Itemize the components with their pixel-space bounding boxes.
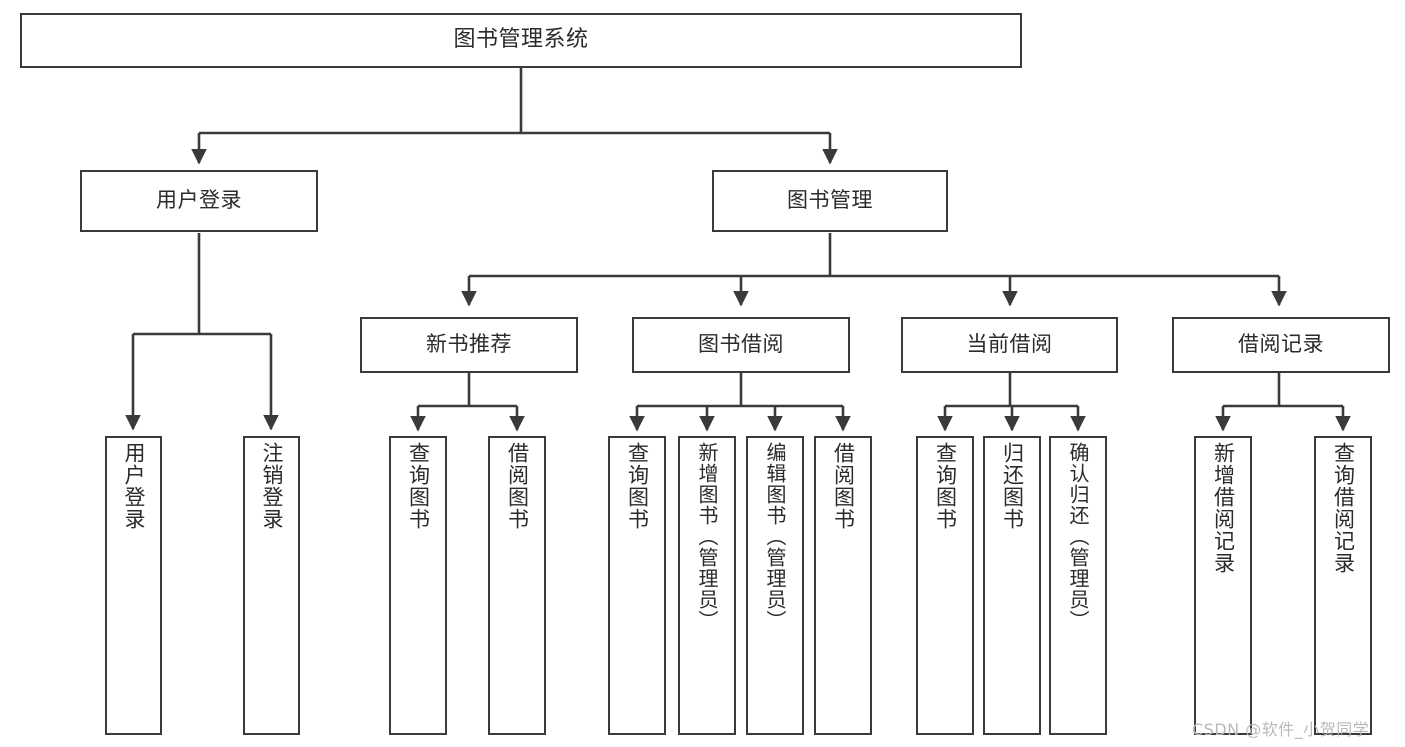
leaf-edit-book-admin[interactable]: 编辑图书（管理员）: [746, 436, 804, 735]
node-current-borrow[interactable]: 当前借阅: [901, 317, 1118, 373]
node-label: 借阅记录: [1238, 332, 1324, 357]
leaf-query-borrow-record[interactable]: 查询借阅记录: [1314, 436, 1372, 735]
node-label: 图书管理系统: [453, 27, 589, 53]
node-label: 借阅图书: [831, 442, 856, 530]
node-label: 查询图书: [933, 442, 958, 530]
node-label: 新增图书（管理员）: [695, 442, 719, 631]
node-label: 当前借阅: [966, 332, 1053, 357]
node-label: 查询图书: [406, 442, 431, 530]
csdn-watermark: CSDN @软件_小贺同学: [1192, 720, 1370, 739]
leaf-borrow-book-recommend[interactable]: 借阅图书: [488, 436, 546, 735]
node-book-management[interactable]: 图书管理: [712, 170, 948, 232]
leaf-add-borrow-record[interactable]: 新增借阅记录: [1194, 436, 1252, 735]
node-new-book-recommend[interactable]: 新书推荐: [360, 317, 578, 373]
node-label: 图书借阅: [698, 332, 784, 357]
node-label: 查询借阅记录: [1331, 442, 1356, 574]
node-label: 用户登录: [156, 188, 242, 213]
node-label: 归还图书: [1000, 442, 1025, 530]
leaf-confirm-return-admin[interactable]: 确认归还（管理员）: [1049, 436, 1107, 735]
leaf-query-book-borrow[interactable]: 查询图书: [608, 436, 666, 735]
node-root-system[interactable]: 图书管理系统: [20, 13, 1022, 68]
leaf-borrow-book[interactable]: 借阅图书: [814, 436, 872, 735]
leaf-user-logout[interactable]: 注销登录: [243, 436, 300, 735]
node-user-login[interactable]: 用户登录: [80, 170, 318, 232]
node-label: 编辑图书（管理员）: [763, 442, 787, 631]
node-label: 确认归还（管理员）: [1066, 442, 1090, 631]
leaf-user-login[interactable]: 用户登录: [105, 436, 162, 735]
leaf-query-book-current[interactable]: 查询图书: [916, 436, 974, 735]
node-label: 用户登录: [122, 442, 146, 530]
leaf-add-book-admin[interactable]: 新增图书（管理员）: [678, 436, 736, 735]
node-label: 新书推荐: [426, 332, 512, 357]
node-borrow-records[interactable]: 借阅记录: [1172, 317, 1390, 373]
node-label: 查询图书: [625, 442, 650, 530]
node-label: 新增借阅记录: [1211, 442, 1236, 574]
node-book-borrow[interactable]: 图书借阅: [632, 317, 850, 373]
leaf-query-book-recommend[interactable]: 查询图书: [389, 436, 447, 735]
leaf-return-book[interactable]: 归还图书: [983, 436, 1041, 735]
node-label: 图书管理: [787, 188, 873, 213]
node-label: 注销登录: [260, 442, 284, 530]
node-label: 借阅图书: [505, 442, 530, 530]
